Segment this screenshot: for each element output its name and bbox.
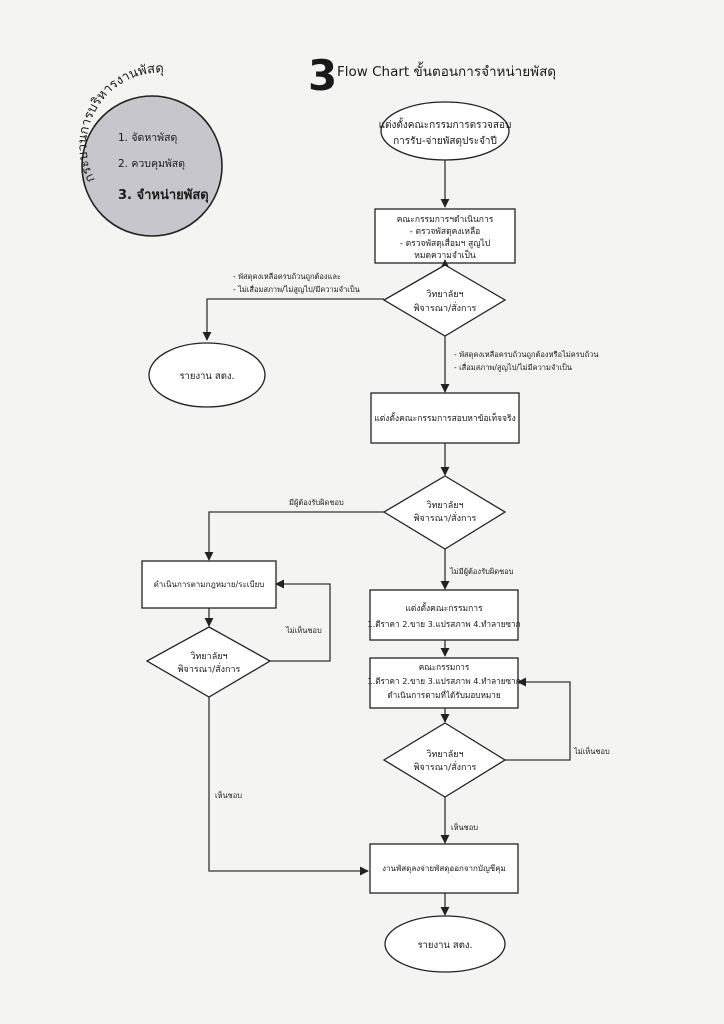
arrow-d1-to-report: [202, 298, 384, 341]
label-d1-left-2: - ไม่เสื่อมสภาพ/ไม่สูญไป/มีความจำเป็น: [233, 284, 360, 294]
svg-text:รายงาน สตง.: รายงาน สตง.: [417, 940, 472, 951]
node-decision-left: วิทยาลัยฯ พิจารณา/สั่งการ: [145, 626, 272, 698]
svg-text:พิจารณา/สั่งการ: พิจารณา/สั่งการ: [414, 760, 477, 773]
label-left-down: เห็นชอบ: [215, 790, 242, 800]
svg-text:วิทยาลัยฯ: วิทยาลัยฯ: [426, 749, 463, 760]
svg-text:คณะกรรมการฯดำเนินการ: คณะกรรมการฯดำเนินการ: [397, 215, 494, 225]
title-number: 3: [308, 51, 337, 100]
svg-text:พิจารณา/สั่งการ: พิจารณา/สั่งการ: [414, 511, 477, 524]
node-decision-3: วิทยาลัยฯ พิจารณา/สั่งการ: [382, 722, 507, 798]
svg-text:พิจารณา/สั่งการ: พิจารณา/สั่งการ: [178, 662, 241, 675]
svg-text:รายงาน สตง.: รายงาน สตง.: [179, 371, 234, 382]
label-d1-left-1: - พัสดุคงเหลือครบถ้วนถูกต้องและ: [233, 272, 341, 281]
node-report-left: รายงาน สตง.: [148, 342, 266, 408]
label-d2-left: มีผู้ต้องรับผิดชอบ: [289, 498, 344, 507]
arrow-dleft-loop: [270, 579, 331, 662]
label-d1-down-1: - พัสดุคงเหลือครบถ้วนถูกต้องหรือไม่ครบถ้…: [454, 350, 598, 359]
process-item-2: 2. ควบคุมพัสดุ: [118, 158, 185, 170]
label-right-loop: ไม่เห็นชอบ: [573, 746, 610, 756]
svg-text:วิทยาลัยฯ: วิทยาลัยฯ: [426, 289, 463, 300]
svg-text:แต่งตั้งคณะกรรมการสอบหาข้อเท็จ: แต่งตั้งคณะกรรมการสอบหาข้อเท็จจริง: [374, 412, 516, 424]
svg-text:1.ตีราคา 2.ขาย 3.แปรสภาพ 4.ทำล: 1.ตีราคา 2.ขาย 3.แปรสภาพ 4.ทำลายซาก: [367, 619, 520, 629]
page-title: Flow Chart ขั้นตอนการจำหน่ายพัสดุ: [337, 61, 556, 80]
label-right-down: เห็นชอบ: [451, 822, 478, 832]
svg-text:หมดความจำเป็น: หมดความจำเป็น: [414, 249, 476, 261]
node-legal-action: ดำเนินการตามกฎหมาย/ระเบียบ: [141, 560, 277, 609]
svg-text:งานพัสดุลงจ่ายพัสดุออกจากบัญชี: งานพัสดุลงจ่ายพัสดุออกจากบัญชีคุม: [382, 864, 506, 873]
node-start: แต่งตั้งคณะกรรมการตรวจสอบ การรับ-จ่ายพัส…: [379, 101, 512, 161]
node-report-end: รายงาน สตง.: [384, 915, 506, 973]
svg-text:คณะกรรมการ: คณะกรรมการ: [419, 662, 470, 672]
process-circle: กระบวนการบริหารงานพัสดุ 1. จัดหาพัสดุ 2.…: [76, 62, 223, 237]
svg-text:- ตรวจพัสดุเสื่อมฯ สูญไป: - ตรวจพัสดุเสื่อมฯ สูญไป: [400, 237, 490, 249]
svg-text:วิทยาลัยฯ: วิทยาลัยฯ: [190, 651, 227, 662]
arrow-d3-loop: [505, 677, 571, 761]
node-fact-finding: แต่งตั้งคณะกรรมการสอบหาข้อเท็จจริง: [370, 392, 520, 444]
process-item-3: 3. จำหน่ายพัสดุ: [118, 187, 209, 203]
arrow-d2-to-legal: [204, 511, 384, 561]
node-decision-1: วิทยาลัยฯ พิจารณา/สั่งการ: [382, 264, 507, 337]
process-item-1: 1. จัดหาพัสดุ: [118, 132, 177, 144]
label-d1-down-2: - เสื่อมสภาพ/สูญไป/ไม่มีความจำเป็น: [454, 362, 572, 372]
node-appoint-committee: แต่งตั้งคณะกรรมการ 1.ตีราคา 2.ขาย 3.แปรส…: [367, 589, 521, 641]
svg-text:แต่งตั้งคณะกรรมการ: แต่งตั้งคณะกรรมการ: [405, 602, 483, 614]
svg-text:การรับ-จ่ายพัสดุประจำปี: การรับ-จ่ายพัสดุประจำปี: [393, 135, 497, 147]
node-write-off: งานพัสดุลงจ่ายพัสดุออกจากบัญชีคุม: [369, 843, 519, 894]
svg-text:วิทยาลัยฯ: วิทยาลัยฯ: [426, 500, 463, 511]
label-left-loop: ไม่เห็นชอบ: [285, 625, 322, 635]
svg-text:ดำเนินการตามที่ได้รับมอบหมาย: ดำเนินการตามที่ได้รับมอบหมาย: [387, 689, 501, 700]
node-decision-2: วิทยาลัยฯ พิจารณา/สั่งการ: [382, 475, 507, 550]
node-committee-work: คณะกรรมการฯดำเนินการ - ตรวจพัสดุคงเหลือ …: [374, 208, 516, 264]
label-d2-down: ไม่มีผู้ต้องรับผิดชอบ: [449, 567, 514, 576]
svg-text:พิจารณา/สั่งการ: พิจารณา/สั่งการ: [414, 301, 477, 314]
arrow-dleft-to-writeoff: [208, 697, 369, 876]
svg-text:1.ตีราคา 2.ขาย 3.แปรสภาพ 4.ทำล: 1.ตีราคา 2.ขาย 3.แปรสภาพ 4.ทำลายซาก: [367, 676, 520, 686]
node-committee-action: คณะกรรมการ 1.ตีราคา 2.ขาย 3.แปรสภาพ 4.ทำ…: [367, 657, 521, 709]
svg-text:แต่งตั้งคณะกรรมการตรวจสอบ: แต่งตั้งคณะกรรมการตรวจสอบ: [379, 117, 512, 131]
svg-text:- ตรวจพัสดุคงเหลือ: - ตรวจพัสดุคงเหลือ: [410, 226, 481, 237]
svg-text:ดำเนินการตามกฎหมาย/ระเบียบ: ดำเนินการตามกฎหมาย/ระเบียบ: [154, 580, 265, 589]
